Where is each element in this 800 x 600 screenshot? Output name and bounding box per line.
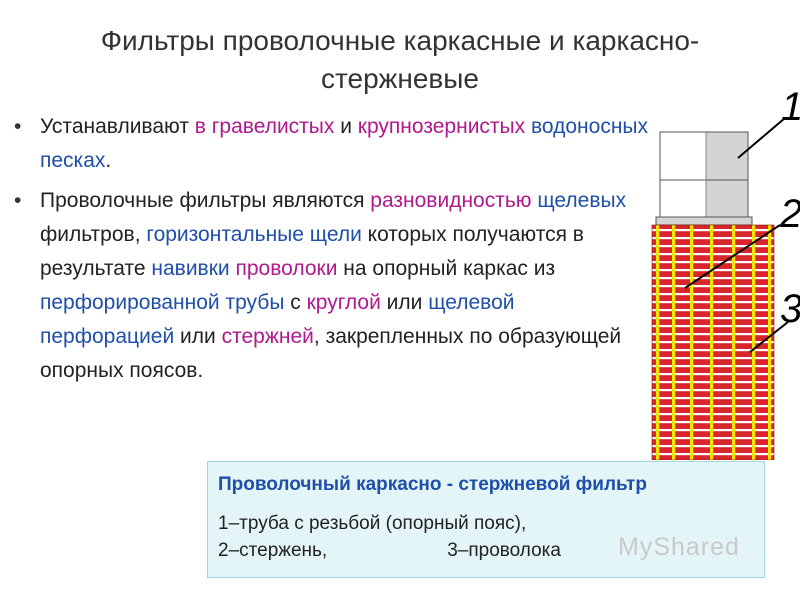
rod xyxy=(690,225,694,460)
bullet-item-1: Устанавливают в гравелистых и крупнозерн… xyxy=(14,110,654,178)
bullet2-text-11: на опорный каркас из xyxy=(337,257,556,280)
rod xyxy=(768,225,772,460)
caption-title: Проволочный каркасно - стержневой фильтр xyxy=(218,474,647,495)
bullet1-text-3: и xyxy=(334,115,358,138)
bullet2-term-slot-perforation: щелевой перфорацией xyxy=(40,291,515,348)
rod xyxy=(732,225,736,460)
bullet-list: Устанавливают в гравелистых и крупнозерн… xyxy=(14,110,654,394)
bullet2-text-13: с xyxy=(284,291,307,314)
caption-line-1: 1–труба с резьбой (опорный пояс), xyxy=(218,513,527,534)
diagram-label-2: 2 xyxy=(779,192,800,236)
bullet1-text-7: . xyxy=(105,149,112,172)
rod xyxy=(710,225,714,460)
bullet1-term-sands: водоносных песках xyxy=(40,115,649,172)
bullet2-text-17: или xyxy=(174,325,222,348)
bullet2-term-rods: стержней xyxy=(221,325,314,348)
bullet2-term-variety: разновидностью xyxy=(370,189,532,212)
bullet1-term-coarse: крупнозернистых xyxy=(357,115,526,138)
bullet-item-2: Проволочные фильтры являются разновиднос… xyxy=(14,184,654,388)
bullet2-text-15: или xyxy=(380,291,429,314)
bullet1-text-1: Устанавливают xyxy=(40,115,195,138)
caption-item-wire: 3–проволока xyxy=(447,540,561,561)
rods xyxy=(656,225,772,460)
rod xyxy=(752,225,756,460)
title-line-1: Фильтры проволочные каркасные и каркасно… xyxy=(100,25,700,56)
bullet2-term-round: круглой xyxy=(306,291,381,314)
bullet2-text-7: которых получаются в результате xyxy=(40,223,584,280)
leader-line-3 xyxy=(749,321,789,353)
caption-item-rod: 2–стержень, xyxy=(218,540,328,561)
filter-diagram: 1 2 3 xyxy=(651,90,800,460)
bullet2-text-19: , закрепленных по образующей опорных поя… xyxy=(40,325,622,382)
bullet2-term-winding: навивки xyxy=(151,257,230,280)
caption-box: Проволочный каркасно - стержневой фильтр… xyxy=(207,461,765,578)
bullet1-term-gravel: в гравелистых xyxy=(194,115,335,138)
watermark: MyShared xyxy=(618,533,740,561)
diagram-label-1: 1 xyxy=(781,90,800,129)
bullet2-term-slot: щелевых xyxy=(537,189,627,212)
leader-line-1 xyxy=(737,117,786,159)
diagram-label-3: 3 xyxy=(780,287,800,331)
pipe-section xyxy=(655,131,753,226)
slide-title: Фильтры проволочные каркасные и каркасно… xyxy=(0,22,800,98)
title-line-2: стержневые xyxy=(321,63,479,94)
bullet2-term-perforated-pipe: перфорированной трубы xyxy=(40,291,285,314)
rod xyxy=(656,225,660,460)
bullet2-term-horizontal-slots: горизонтальные щели xyxy=(146,223,362,246)
filter-body xyxy=(651,224,775,460)
bullet2-term-wire: проволоки xyxy=(235,257,338,280)
bullet2-text-1: Проволочные фильтры являются xyxy=(40,189,371,212)
bullet2-text-5: фильтров, xyxy=(40,223,147,246)
caption-line-2: 2–стержень, 3–проволока xyxy=(218,537,754,564)
leader-line-2 xyxy=(684,224,781,289)
rod xyxy=(672,225,676,460)
